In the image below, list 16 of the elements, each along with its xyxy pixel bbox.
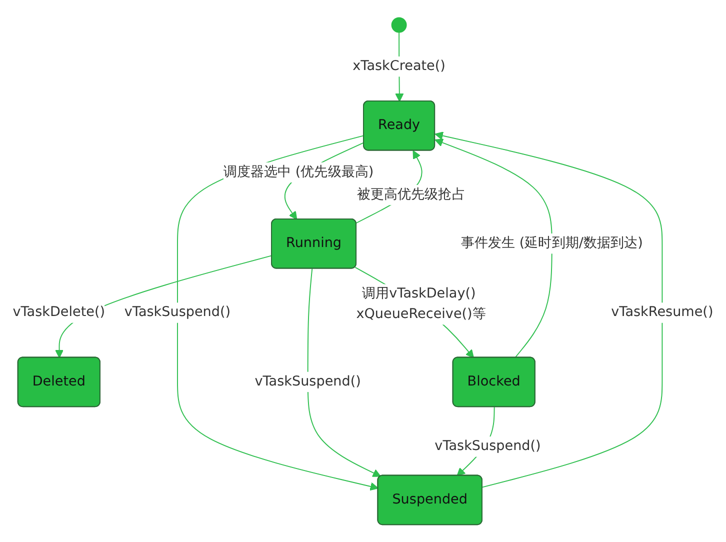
edge-label: xTaskCreate(): [352, 58, 446, 74]
edge-label: 调用vTaskDelay() xQueueReceive()等: [356, 286, 486, 322]
edge-label: vTaskDelete(): [12, 304, 106, 320]
edge-label: 被更高优先级抢占: [356, 186, 466, 202]
arrow: [434, 138, 552, 358]
edge-label: vTaskSuspend(): [124, 304, 231, 320]
edge-label: 调度器选中 (优先级最高): [223, 164, 374, 180]
edge-label: vTaskSuspend(): [254, 374, 361, 390]
edge-label: vTaskSuspend(): [434, 438, 541, 454]
arrow: [55, 254, 272, 358]
arrow: [177, 134, 379, 490]
arrow: [307, 268, 382, 477]
edge-label: vTaskResume(): [611, 304, 714, 320]
edge-label: 事件发生 (延时到期/数据到达): [460, 235, 643, 251]
arrow: [434, 131, 663, 488]
node-circle: [391, 17, 407, 33]
